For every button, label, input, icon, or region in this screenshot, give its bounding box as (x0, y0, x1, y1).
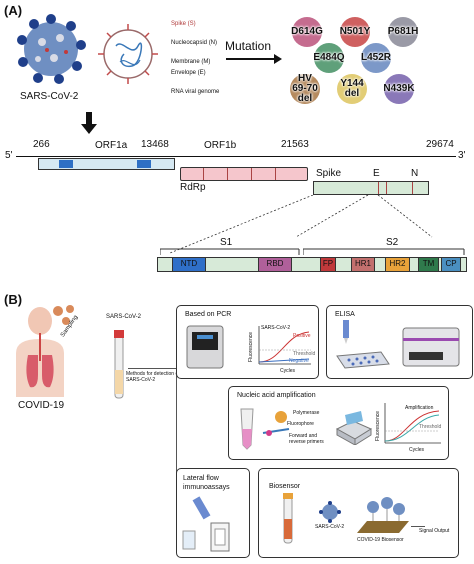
methods-label: Methods for detection of SARS-CoV-2 (126, 371, 180, 383)
s2-label: S2 (386, 237, 399, 248)
patient-illustration (16, 307, 64, 397)
methods-branch (176, 326, 177, 538)
mutation-e484q: E484Q (313, 43, 345, 73)
domain-hr2: HR2 (385, 258, 410, 271)
mutation-y144-del: Y144 del (337, 74, 367, 104)
biosensor-chip-label: COVID-19 Biosensor (357, 537, 404, 543)
biosensor-virus-label: SARS-CoV-2 (315, 524, 345, 530)
pcr-machine (186, 325, 224, 369)
s1-bracket (160, 248, 300, 255)
naa-xlabel: Cycles (409, 447, 425, 453)
naa-box: Nucleic acid amplification Polymerase Fl… (228, 386, 449, 460)
nucleocapsid-label: Nucleocapsid (N) (171, 40, 218, 46)
mutation-d614g: D614G (291, 17, 323, 47)
n-gene-label: N (411, 168, 419, 179)
down-arrow (81, 112, 97, 134)
biosensor-output-arrow (411, 526, 425, 527)
sample-tube (114, 330, 124, 399)
virus-illustration (17, 14, 86, 84)
naa-polymerase-label: Polymerase (293, 410, 320, 416)
pcr-box: Based on PCR SARS-CoV-2 Positive Thresho… (176, 305, 319, 379)
biosensor-box: Biosensor SARS-CoV-2 COVID-19 Biosensor … (258, 468, 459, 558)
s2-bracket (303, 248, 465, 255)
spike-gene-label: Spike (316, 168, 342, 179)
rna-genome-label: RNA viral genome (171, 89, 220, 95)
patient-label: COVID-19 (18, 400, 65, 411)
elisa-title: ELISA (335, 311, 355, 318)
pos-266: 266 (33, 139, 50, 150)
mutation-title: Mutation (225, 39, 272, 53)
spike-gene-block (313, 181, 429, 195)
elisa-plate (336, 320, 390, 369)
naa-ylabel: Fluorescence (375, 410, 381, 441)
rdrp-label: RdRp (180, 182, 206, 193)
panel-a-label: (A) (4, 3, 23, 18)
five-prime-label: 5' (5, 150, 13, 161)
three-prime-label: 3' (458, 150, 466, 161)
naa-fluorophore-label: Fluorophore (287, 421, 314, 427)
orf1b-label: ORF1b (204, 140, 237, 151)
spike-label: Spike (S) (171, 21, 196, 27)
mutation-hv69-70-del: HV 69-70 del (290, 74, 320, 104)
pos-21563: 21563 (281, 139, 309, 150)
spike-protein-bar: NTD RBD FP HR1 HR2 TM CP (157, 257, 467, 272)
mutation-n439k: N439K (383, 74, 415, 104)
biosensor-chip (357, 497, 409, 533)
orf1a-domain-1 (59, 160, 73, 168)
naa-chart (384, 403, 441, 444)
naa-primers-label: Forward and reverse primers (289, 433, 324, 445)
pcr-chart (258, 326, 311, 365)
s1-label: S1 (220, 237, 233, 248)
mutation-p681h: P681H (388, 17, 418, 47)
biosensor-title: Biosensor (269, 483, 301, 490)
pos-13468: 13468 (141, 139, 169, 150)
methods-arrow (128, 368, 176, 369)
pcr-legend-threshold: Threshold (293, 351, 316, 357)
naa-reaction (262, 411, 290, 436)
biosensor-virus (319, 501, 341, 523)
orf1a-label: ORF1a (95, 140, 128, 151)
domain-cp: CP (441, 258, 461, 271)
mutation-arrow (226, 54, 282, 64)
pcr-xlabel: Cycles (280, 368, 296, 374)
virion-structure-diagram (98, 24, 158, 84)
zoom-lines (169, 195, 433, 254)
pcr-legend-title: SARS-CoV-2 (261, 325, 291, 331)
domain-tm: TM (418, 258, 439, 271)
domain-hr1: HR1 (351, 258, 375, 271)
naa-tube (240, 408, 254, 450)
e-gene-label: E (373, 168, 380, 179)
orf1a-block (38, 158, 175, 170)
lfa-device (182, 496, 230, 552)
mutation-n501y: N501Y (340, 17, 370, 47)
biosensor-tube (283, 493, 293, 544)
membrane-label: Membrane (M) (171, 59, 211, 65)
rdrp-block (180, 167, 308, 181)
lfa-title: Lateral flow immunoassays (183, 475, 230, 491)
pcr-ylabel: Fluorescence (248, 331, 254, 362)
naa-amplification-label: Amplification (405, 405, 434, 411)
domain-rbd: RBD (258, 258, 292, 271)
panel-b-label: (B) (4, 292, 23, 307)
pcr-title: Based on PCR (185, 311, 232, 318)
envelope-label: Envelope (E) (171, 70, 206, 76)
pos-29674: 29674 (426, 139, 454, 150)
sample-virus-label: SARS-CoV-2 (106, 314, 142, 320)
pcr-legend-positive: Positive (293, 333, 311, 339)
orf1a-domain-2 (137, 160, 151, 168)
lfa-box: Lateral flow immunoassays (176, 468, 250, 558)
naa-title: Nucleic acid amplification (237, 392, 316, 399)
naa-threshold-label: Threshold (419, 424, 442, 430)
elisa-reader (402, 327, 460, 367)
domain-fp: FP (320, 258, 336, 271)
pcr-legend-negative: Negative (289, 358, 309, 364)
genome-line (16, 156, 456, 157)
biosensor-output-label: Signal Output (419, 528, 450, 534)
elisa-box: ELISA (326, 305, 473, 379)
domain-ntd: NTD (172, 258, 206, 271)
mutation-l452r: L452R (361, 43, 391, 73)
naa-instrument (335, 411, 373, 445)
virus-droplets (53, 305, 74, 325)
virus-name: SARS-CoV-2 (20, 91, 79, 102)
